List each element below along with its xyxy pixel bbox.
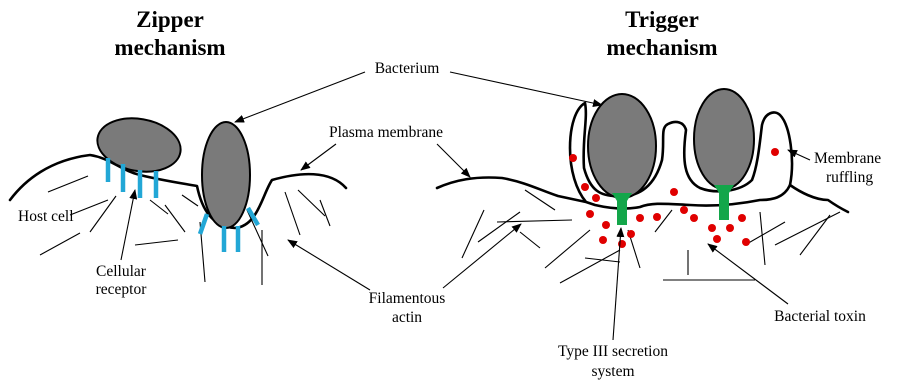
trigger-membrane-right-tail <box>790 185 848 212</box>
trigger-panel: Trigger mechanism <box>437 7 881 380</box>
cellular-receptor-label-line2: receptor <box>96 281 148 298</box>
trigger-bacterium-right <box>694 89 754 189</box>
type3-label-line1: Type III secretion <box>558 343 668 360</box>
zipper-panel: Zipper mechanism <box>10 7 346 298</box>
trigger-bacterium-left <box>588 94 656 198</box>
type3-arrow <box>613 228 621 340</box>
zipper-title-line2: mechanism <box>114 35 225 60</box>
filamentous-actin-arrow-left <box>288 240 370 290</box>
filamentous-actin-label-line2: actin <box>392 309 422 326</box>
plasma-membrane-arrow-left <box>301 144 336 170</box>
zipper-title-line1: Zipper <box>136 7 204 32</box>
zipper-bacterium-engulfed <box>202 122 250 228</box>
membrane-ruffling-label-line1: Membrane <box>814 150 881 167</box>
type3-label-line2: system <box>591 363 634 380</box>
trigger-title-line2: mechanism <box>606 35 717 60</box>
plasma-membrane-label: Plasma membrane <box>329 124 443 141</box>
host-cell-label: Host cell <box>18 208 74 225</box>
cellular-receptor-arrow <box>121 190 135 260</box>
membrane-ruffling-label-line2: ruffling <box>826 169 873 186</box>
bacterium-arrow-right <box>450 72 602 105</box>
cellular-receptor-label-line1: Cellular <box>96 263 147 280</box>
bacterium-arrow-left <box>235 72 365 122</box>
bacterial-toxin-arrow <box>708 244 788 304</box>
filamentous-actin-label-line1: Filamentous <box>369 290 446 307</box>
bacterial-toxin-label: Bacterial toxin <box>774 308 866 325</box>
trigger-title-line1: Trigger <box>625 7 699 32</box>
plasma-membrane-arrow-right <box>437 144 470 177</box>
filamentous-actin-arrow-right <box>443 224 521 288</box>
bacterium-label: Bacterium <box>375 60 440 77</box>
zipper-actin-filaments <box>40 176 330 285</box>
